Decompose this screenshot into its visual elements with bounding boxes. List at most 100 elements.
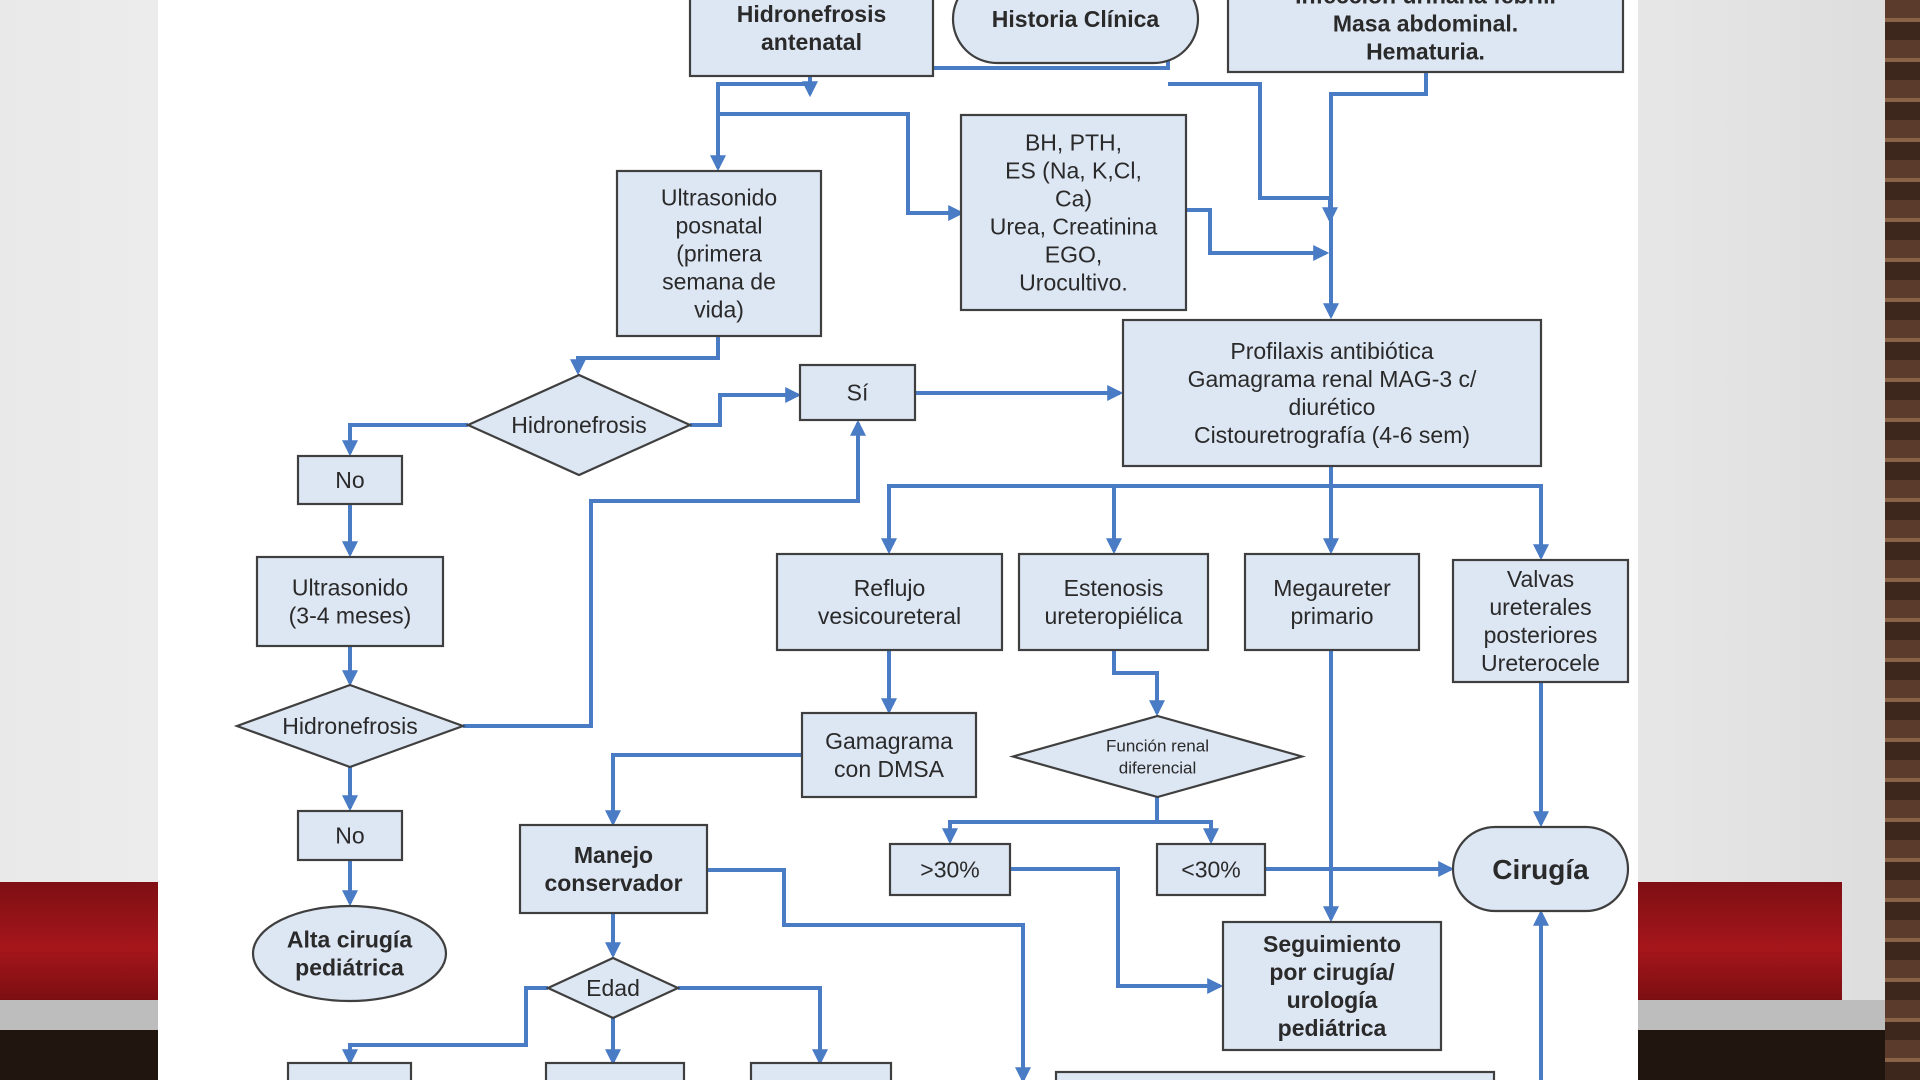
node-shape-hidronefrosis-2 xyxy=(233,683,467,769)
node-shape-mayor-30 xyxy=(888,842,1012,897)
node-shape-cirugia xyxy=(1451,825,1630,913)
node-label-hidronefrosis-2: Hidronefrosis xyxy=(282,713,418,739)
connector-3 xyxy=(718,112,965,221)
node-line: Cistouretrografía (4-6 sem) xyxy=(1194,422,1470,448)
node-no-1: No xyxy=(296,454,404,506)
connector-4 xyxy=(1168,82,1338,224)
node-label-si: Sí xyxy=(847,380,869,406)
node-line: Hematuria. xyxy=(1366,39,1485,65)
node-line: (3-4 meses) xyxy=(289,603,412,629)
node-hidronefrosis-2: Hidronefrosis xyxy=(233,683,467,769)
node-label-ultrasonido-3-4: Ultrasonido(3-4 meses) xyxy=(289,575,412,629)
node-masa-abdominal: Infección urinaria febril.Masa abdominal… xyxy=(1226,0,1625,74)
node-shape-edad xyxy=(545,956,681,1020)
node-line: posteriores xyxy=(1484,622,1598,648)
node-line: urología xyxy=(1287,987,1378,1013)
node-shape-funcion-renal xyxy=(1008,714,1307,799)
node-line: Gamagrama renal MAG-3 c/ xyxy=(1188,366,1477,392)
node-hidronefrosis-1: Hidronefrosis xyxy=(465,373,693,477)
node-shape-ultrasonido-posnatal xyxy=(615,169,823,338)
node-line: Alta cirugía xyxy=(287,927,412,953)
node-cirugia: Cirugía xyxy=(1451,825,1630,913)
node-line: pediátrica xyxy=(295,955,404,981)
node-shape-alta-cirugia xyxy=(251,904,448,1003)
connector-2 xyxy=(710,82,810,172)
node-label-masa-abdominal: Infección urinaria febril.Masa abdominal… xyxy=(1295,0,1556,65)
node-line: Cirugía xyxy=(1492,854,1589,885)
connector-lines xyxy=(342,0,1549,1080)
connector-6 xyxy=(1186,208,1330,261)
node-line: Ca) xyxy=(1055,186,1092,212)
cut-off-node-4 xyxy=(1054,1070,1496,1080)
node-shape-no-1 xyxy=(296,454,404,506)
connector-5 xyxy=(1323,72,1428,320)
node-line: ES (Na, K,Cl, xyxy=(1005,158,1142,184)
connector-13 xyxy=(463,419,866,728)
connector-23 xyxy=(942,797,1159,845)
node-shape-valvas xyxy=(1451,558,1630,684)
cut-off-node-2 xyxy=(544,1061,686,1080)
node-edad: Edad xyxy=(545,956,681,1020)
node-shape-seguimiento xyxy=(1221,920,1443,1052)
node-shape-si xyxy=(798,363,917,422)
node-line: diferencial xyxy=(1119,758,1197,777)
node-historia-clinica: Historia Clínica xyxy=(951,0,1200,65)
node-ultrasonido-3-4: Ultrasonido(3-4 meses) xyxy=(255,555,445,648)
node-laboratorios: BH, PTH,ES (Na, K,Cl,Ca)Urea, Creatinina… xyxy=(959,113,1188,312)
node-line: Historia Clínica xyxy=(992,6,1160,32)
node-shape-gamagrama-dmsa xyxy=(800,711,978,799)
node-line: Infección urinaria febril. xyxy=(1295,0,1556,9)
connector-19 xyxy=(1331,484,1549,561)
node-menor-30: <30% xyxy=(1155,842,1267,897)
node-line: Valvas xyxy=(1507,566,1574,592)
node-shape-menor-30 xyxy=(1155,842,1267,897)
brick-edge-decoration xyxy=(1885,0,1920,1080)
node-line: primario xyxy=(1290,603,1373,629)
node-line: Ultrasonido xyxy=(292,575,408,601)
node-line: No xyxy=(335,467,364,493)
node-line: antenatal xyxy=(761,29,862,55)
node-label-no-2: No xyxy=(335,823,364,849)
node-line: Megaureter xyxy=(1273,575,1391,601)
connector-28 xyxy=(1010,867,1224,994)
node-line: Gamagrama xyxy=(825,728,953,754)
node-line: Reflujo xyxy=(854,575,926,601)
connector-31 xyxy=(342,986,548,1066)
node-line: vesicoureteral xyxy=(818,603,961,629)
cut-off-node-3 xyxy=(749,1061,893,1080)
node-shape-reflujo xyxy=(775,552,1004,652)
node-si: Sí xyxy=(798,363,917,422)
node-mayor-30: >30% xyxy=(888,842,1012,897)
cut-off-node-1 xyxy=(286,1061,413,1080)
connector-21 xyxy=(1112,650,1165,717)
node-line: >30% xyxy=(920,857,979,883)
connector-24 xyxy=(1157,820,1219,845)
node-label-edad: Edad xyxy=(586,975,640,1001)
connector-7 xyxy=(570,336,720,376)
node-line: Profilaxis antibiótica xyxy=(1230,338,1433,364)
node-line: Ureterocele xyxy=(1481,650,1600,676)
node-shape-profilaxis xyxy=(1121,318,1543,468)
node-shape-hidronefrosis-1 xyxy=(465,373,693,477)
node-shape-estenosis xyxy=(1017,552,1210,652)
